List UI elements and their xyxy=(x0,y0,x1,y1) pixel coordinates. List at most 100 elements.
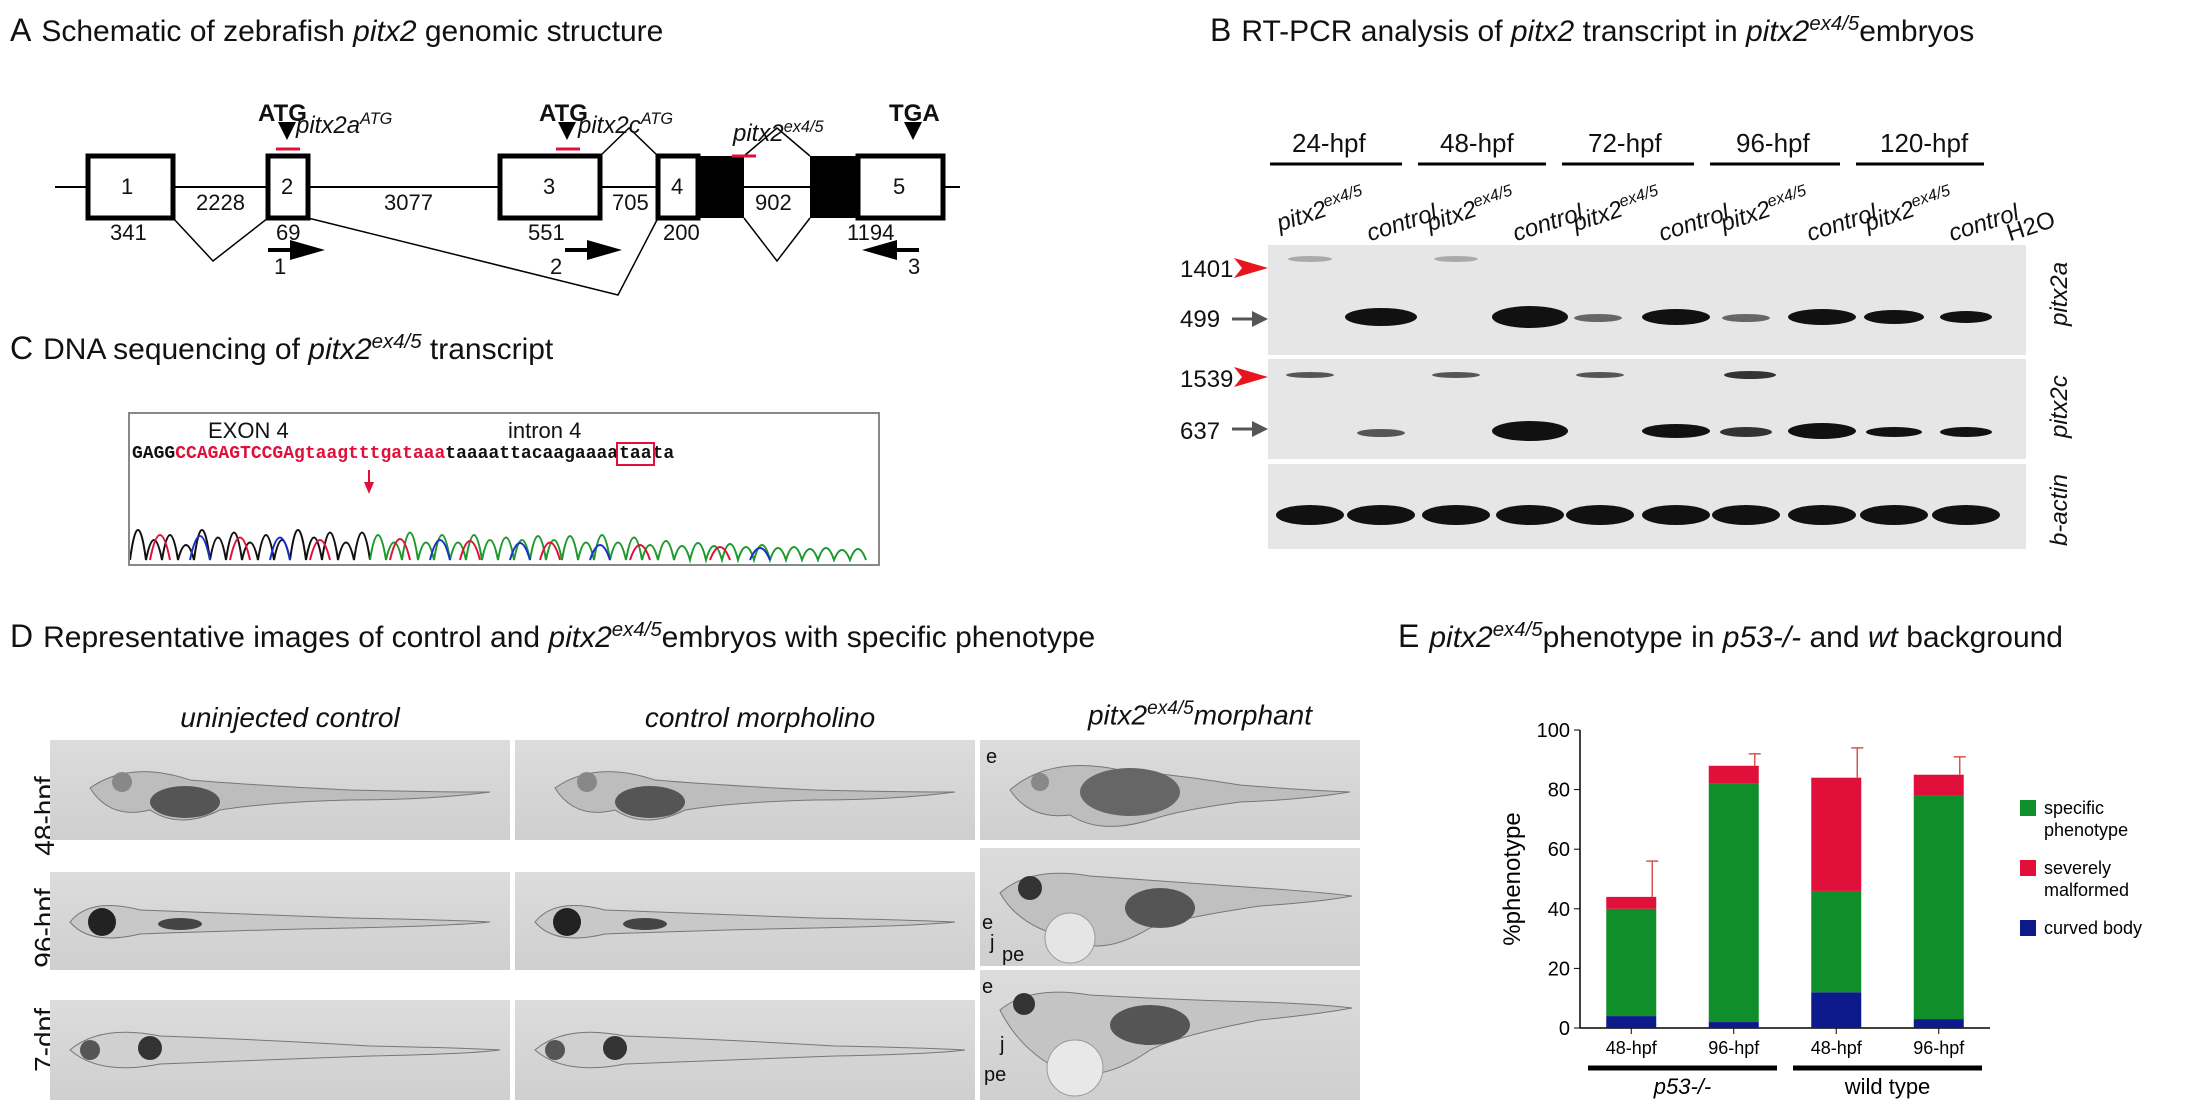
intron-2-size: 3077 xyxy=(384,190,433,215)
gene-schematic xyxy=(55,122,960,296)
grey-arrow-637 xyxy=(1232,421,1268,437)
gel-bands xyxy=(1276,256,2000,525)
exon-1-label: 1 xyxy=(121,174,134,199)
embryo-uninj-48 xyxy=(50,740,510,840)
bar-segment xyxy=(1708,765,1759,784)
bar-segment xyxy=(1811,890,1862,993)
size-1401: 1401 xyxy=(1180,256,1234,283)
tga-marker xyxy=(904,122,922,140)
timepoint-brackets xyxy=(1270,162,1984,166)
exon-1-size: 341 xyxy=(110,220,147,245)
lane-mut-24: pitx2ex4/5 xyxy=(1273,181,1365,238)
annot-e-7d: e xyxy=(982,976,994,998)
chromatogram-frame: EXON 4 intron 4 GAGGCCAGAGTCCGAgtaagtttg… xyxy=(128,412,880,566)
bar-segment xyxy=(1811,992,1862,1028)
bar-segment xyxy=(1606,1016,1657,1028)
exon-5-utr xyxy=(810,156,858,218)
embryo-morph-96 xyxy=(980,848,1360,966)
x-tick-label: 96-hpf xyxy=(1708,1038,1760,1058)
pitx2a-atg-label: pitx2aATG xyxy=(296,110,393,139)
exon4-label: EXON 4 xyxy=(208,418,289,443)
exon-4-size: 200 xyxy=(663,220,700,245)
y-tick-label: 0 xyxy=(1559,1018,1570,1040)
bar-segment xyxy=(1913,1019,1964,1028)
exon-5-size: 1194 xyxy=(847,220,895,245)
embryo-morph-7d xyxy=(980,970,1360,1100)
bar-segment xyxy=(1708,783,1759,1023)
bar-segment xyxy=(1606,896,1657,909)
gel-pitx2c xyxy=(1268,359,2026,459)
tga-label: TGA xyxy=(889,100,940,127)
legend-label: specific xyxy=(2044,798,2104,818)
exon-5 xyxy=(855,153,946,221)
primer-2-label: 2 xyxy=(550,254,563,279)
timepoint-24: 24-hpf xyxy=(1292,128,1366,158)
bar-segment xyxy=(1811,777,1862,891)
primer-1-label: 1 xyxy=(274,254,287,279)
legend-label: phenotype xyxy=(2044,820,2128,840)
y-tick-label: 40 xyxy=(1548,899,1570,921)
exon-2 xyxy=(265,153,311,221)
legend-label: severely xyxy=(2044,858,2111,878)
primer-1 xyxy=(268,240,325,260)
primer-3-label: 3 xyxy=(908,254,921,279)
lane-mut-120: pitx2ex4/5 xyxy=(1861,181,1953,238)
annot-e-96: e xyxy=(982,912,994,934)
x-tick-label: 48-hpf xyxy=(1606,1038,1658,1058)
exon-4-label: 4 xyxy=(671,174,684,199)
gene-b-actin: b-actin xyxy=(2046,473,2073,546)
embryo-morph-48 xyxy=(980,740,1360,840)
col-morphant: pitx2ex4/5morphant xyxy=(1087,698,1312,731)
bar-segment xyxy=(1708,1022,1759,1028)
size-499: 499 xyxy=(1180,306,1221,333)
exon-2-size: 69 xyxy=(276,220,301,245)
size-637: 637 xyxy=(1180,418,1221,445)
atg2-label: ATG xyxy=(539,100,588,127)
atg2-marker xyxy=(558,122,576,140)
exon-2-label: 2 xyxy=(281,174,294,199)
stop-codon-box: taa xyxy=(616,442,655,466)
lane-mut-72: pitx2ex4/5 xyxy=(1569,181,1661,238)
col-control-mo: control morpholino xyxy=(644,702,876,733)
primer-3 xyxy=(862,240,919,260)
annot-e-48: e xyxy=(986,746,998,768)
legend-swatch xyxy=(2020,800,2036,816)
intron4-label: intron 4 xyxy=(508,418,582,443)
bar-segment xyxy=(1913,774,1964,796)
x-tick-label: 48-hpf xyxy=(1811,1038,1863,1058)
y-axis-title: %phenotype xyxy=(1499,812,1526,945)
intron-3-size: 705 xyxy=(612,190,649,215)
gene-pitx2a: pitx2a xyxy=(2046,261,2073,326)
embryo-uninj-96 xyxy=(50,872,510,970)
annot-j-7d: j xyxy=(1000,1034,1005,1056)
red-arrow-1401 xyxy=(1234,258,1268,278)
exon-3-label: 3 xyxy=(543,174,556,199)
annot-pe-96: pe xyxy=(1002,944,1025,966)
sequence: GAGGCCAGAGTCCGAgtaagtttgataaataaaattacaa… xyxy=(132,442,675,466)
chromatogram-trace xyxy=(130,470,867,564)
gene-pitx2c: pitx2c xyxy=(2046,375,2073,438)
lane-mut-48: pitx2ex4/5 xyxy=(1423,181,1515,238)
annot-pe-7d: pe xyxy=(984,1064,1007,1086)
bar-segment xyxy=(1913,795,1964,1020)
legend-label: curved body xyxy=(2044,918,2142,938)
size-1539: 1539 xyxy=(1180,366,1234,393)
exon-3 xyxy=(497,153,603,221)
embryo-ctrl-48 xyxy=(515,740,975,840)
timepoint-120: 120-hpf xyxy=(1880,128,1969,158)
x-tick-label: 96-hpf xyxy=(1913,1038,1965,1058)
atg1-label: ATG xyxy=(258,100,307,127)
lane-mut-96: pitx2ex4/5 xyxy=(1717,181,1809,238)
y-tick-label: 100 xyxy=(1537,720,1570,742)
y-tick-label: 20 xyxy=(1548,958,1570,980)
size-arrows xyxy=(1232,258,1268,437)
legend-label: malformed xyxy=(2044,880,2129,900)
y-tick-label: 60 xyxy=(1548,839,1570,861)
col-uninjected: uninjected control xyxy=(180,702,400,733)
pitx2c-atg-label: pitx2cATG xyxy=(578,110,674,139)
